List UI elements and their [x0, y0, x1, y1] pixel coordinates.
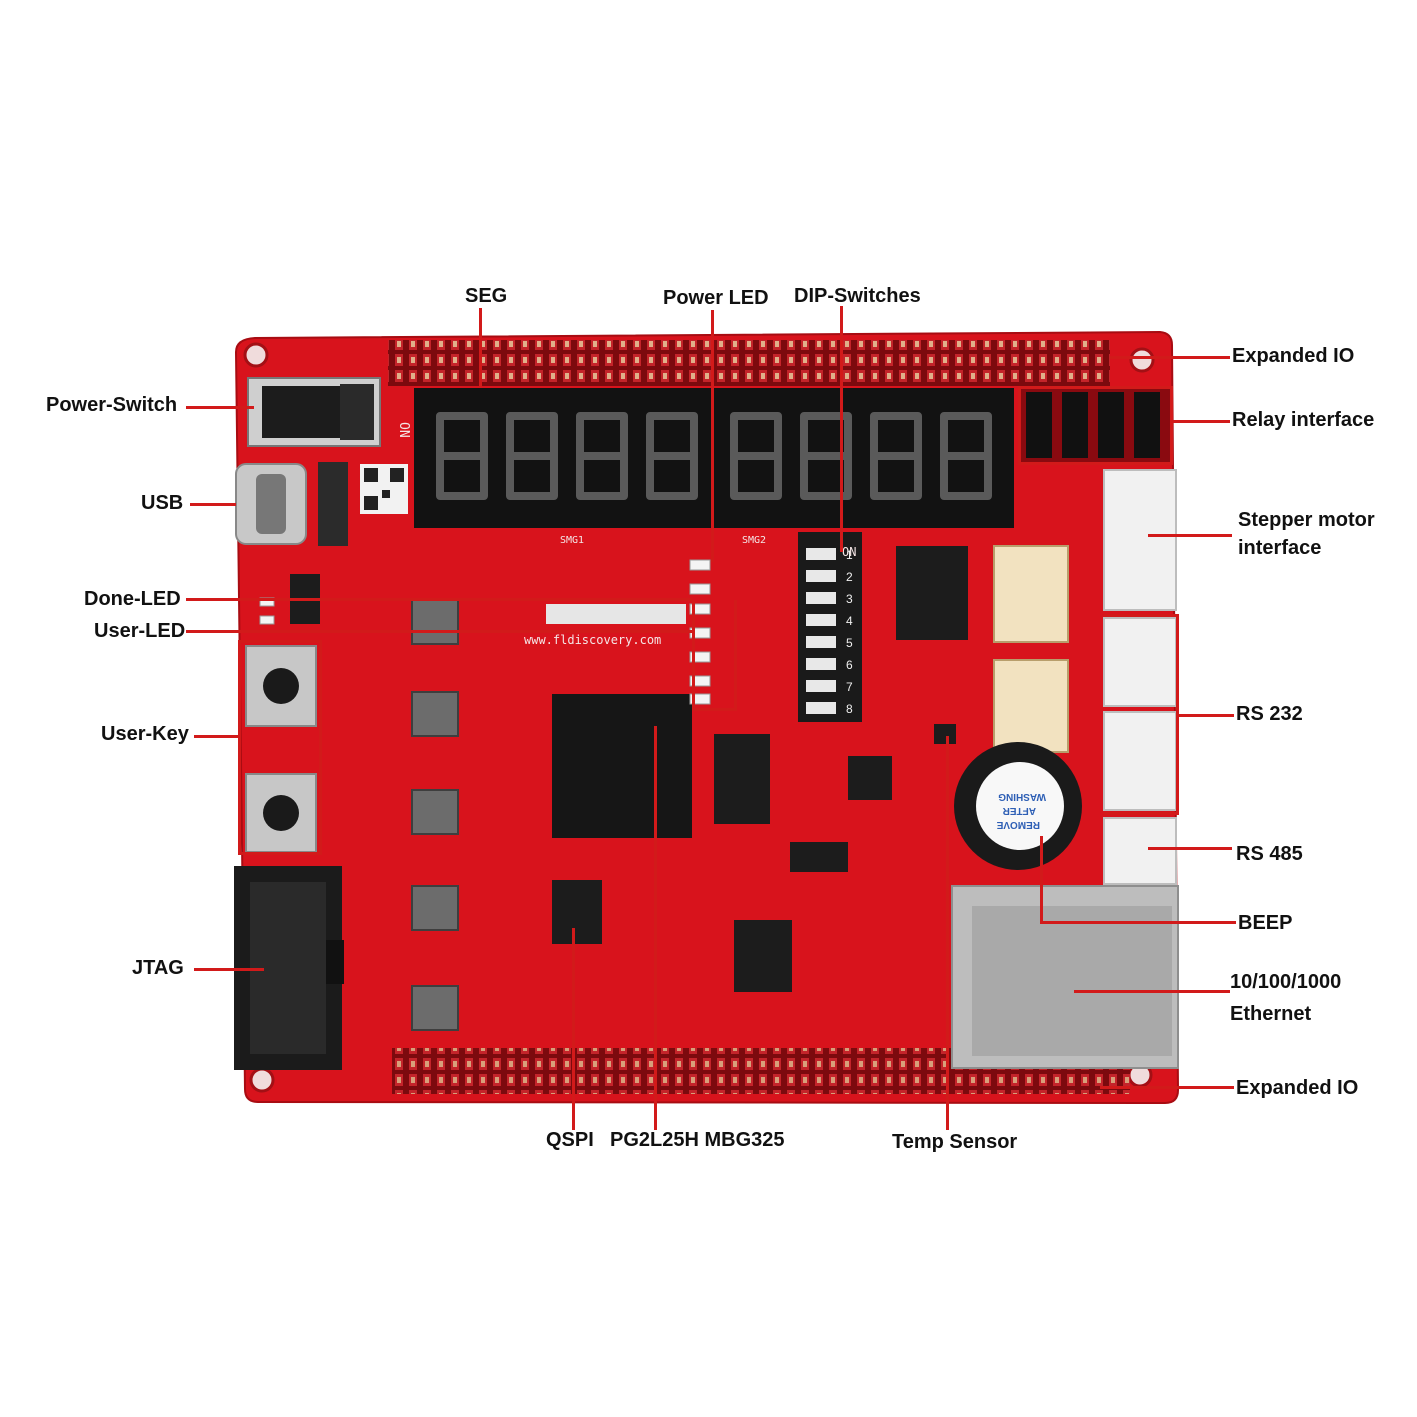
dip-number: 6: [846, 658, 853, 672]
label-stepper-line1: Stepper motor: [1238, 509, 1375, 531]
leader-beep-v: [1040, 836, 1043, 924]
svg-text:AFTER: AFTER: [1002, 805, 1036, 816]
leader-jtag: [194, 968, 264, 971]
leader-power-switch: [186, 406, 254, 409]
leader-led-box-right: [734, 600, 737, 710]
svg-text:SMG2: SMG2: [742, 535, 766, 546]
label-rs485: RS 485: [1236, 843, 1303, 865]
label-jtag: JTAG: [132, 957, 184, 979]
leader-expanded-io-bottom: [1100, 1086, 1234, 1089]
leader-relay-box-bottom: [1018, 462, 1172, 465]
svg-text:ON: ON: [842, 545, 856, 559]
label-power-led: Power LED: [663, 287, 769, 309]
label-ethernet-line2: Ethernet: [1230, 1003, 1312, 1025]
label-qspi: QSPI: [546, 1129, 594, 1151]
dip-switch-part: ON: [798, 532, 862, 722]
label-power-switch: Power-Switch: [46, 394, 178, 416]
svg-text:REMOVE: REMOVE: [996, 819, 1040, 830]
website-silkscreen: www.fldiscovery.com: [524, 633, 661, 647]
leader-rs232-box-right: [1176, 614, 1179, 815]
label-rs232: RS 232: [1236, 703, 1303, 725]
label-ethernet-line1: 10/100/1000: [1230, 971, 1342, 993]
usb-c-part: [235, 462, 408, 546]
dip-number: 5: [846, 636, 853, 650]
leader-rs232-box-bottom: [1104, 812, 1178, 815]
label-seg: SEG: [465, 285, 508, 307]
leader-user-led: [186, 630, 692, 633]
leader-fpga: [654, 726, 657, 1130]
svg-text:SMG1: SMG1: [560, 535, 584, 546]
leader-power-led: [711, 310, 714, 562]
leader-rs485: [1148, 847, 1232, 850]
dip-number: 2: [846, 570, 853, 584]
svg-text:ON: ON: [396, 422, 411, 438]
label-expanded-io-top: Expanded IO: [1232, 345, 1355, 367]
label-expanded-io-bottom: Expanded IO: [1236, 1077, 1359, 1099]
dip-number: 1: [846, 548, 853, 562]
buzzer-part: REMOVE AFTER WASHING: [954, 742, 1082, 870]
leader-ethernet: [1074, 990, 1230, 993]
label-dip-switches: DIP-Switches: [794, 285, 921, 307]
leader-rs232: [1176, 714, 1234, 717]
leader-stepper: [1148, 534, 1232, 537]
inductors: [411, 599, 459, 1031]
label-relay-interface: Relay interface: [1232, 409, 1375, 431]
seven-segment-displays: SMG1 SMG2: [414, 388, 1014, 546]
leader-done-led: [186, 598, 692, 601]
leader-key-box-left: [238, 640, 241, 855]
leader-usb: [190, 503, 236, 506]
label-user-key: User-Key: [101, 723, 189, 745]
label-user-led: User-LED: [94, 620, 186, 642]
leader-seg: [479, 308, 482, 388]
fpga-chip: [552, 694, 692, 838]
leader-key-box-bottom: [238, 852, 322, 855]
white-connectors: [1103, 469, 1177, 885]
ics: [290, 546, 968, 992]
relay-headers: [1020, 386, 1172, 464]
leader-dip: [840, 306, 843, 552]
dip-number: 4: [846, 614, 853, 628]
leader-expanded-io-top: [1110, 356, 1230, 359]
leader-user-key: [194, 735, 238, 738]
leader-key-box-right: [319, 640, 322, 855]
leader-relay-box-top: [1018, 386, 1172, 389]
label-done-led: Done-LED: [84, 588, 181, 610]
label-usb: USB: [141, 492, 184, 514]
label-temp-sensor: Temp Sensor: [892, 1131, 1018, 1153]
leader-key-box-top: [238, 640, 322, 643]
relays: [993, 545, 1069, 753]
top-expansion-header: [388, 340, 1110, 386]
leader-led-box-bottom: [692, 708, 737, 711]
leader-led-box-left: [692, 600, 695, 710]
leader-relay-box-left: [1018, 386, 1021, 465]
leader-temp-sensor: [946, 736, 949, 1130]
svg-text:WASHING: WASHING: [998, 791, 1046, 802]
leader-beep-h: [1040, 921, 1236, 924]
ethernet-jack-part: [951, 885, 1179, 1069]
leader-relay-box-right: [1170, 386, 1173, 465]
label-beep: BEEP: [1238, 912, 1293, 934]
power-switch-part: ON: [247, 377, 411, 447]
leader-qspi: [572, 928, 575, 1130]
dip-number: 7: [846, 680, 853, 694]
leader-rs232-box-top: [1104, 614, 1178, 617]
label-fpga: PG2L25H MBG325: [610, 1129, 785, 1151]
dip-number: 3: [846, 592, 853, 606]
dip-number: 8: [846, 702, 853, 716]
label-stepper-line2: interface: [1238, 537, 1322, 559]
user-key-parts: [245, 645, 317, 853]
silkscreen-plate: [546, 604, 686, 624]
leader-relay: [1172, 420, 1230, 423]
